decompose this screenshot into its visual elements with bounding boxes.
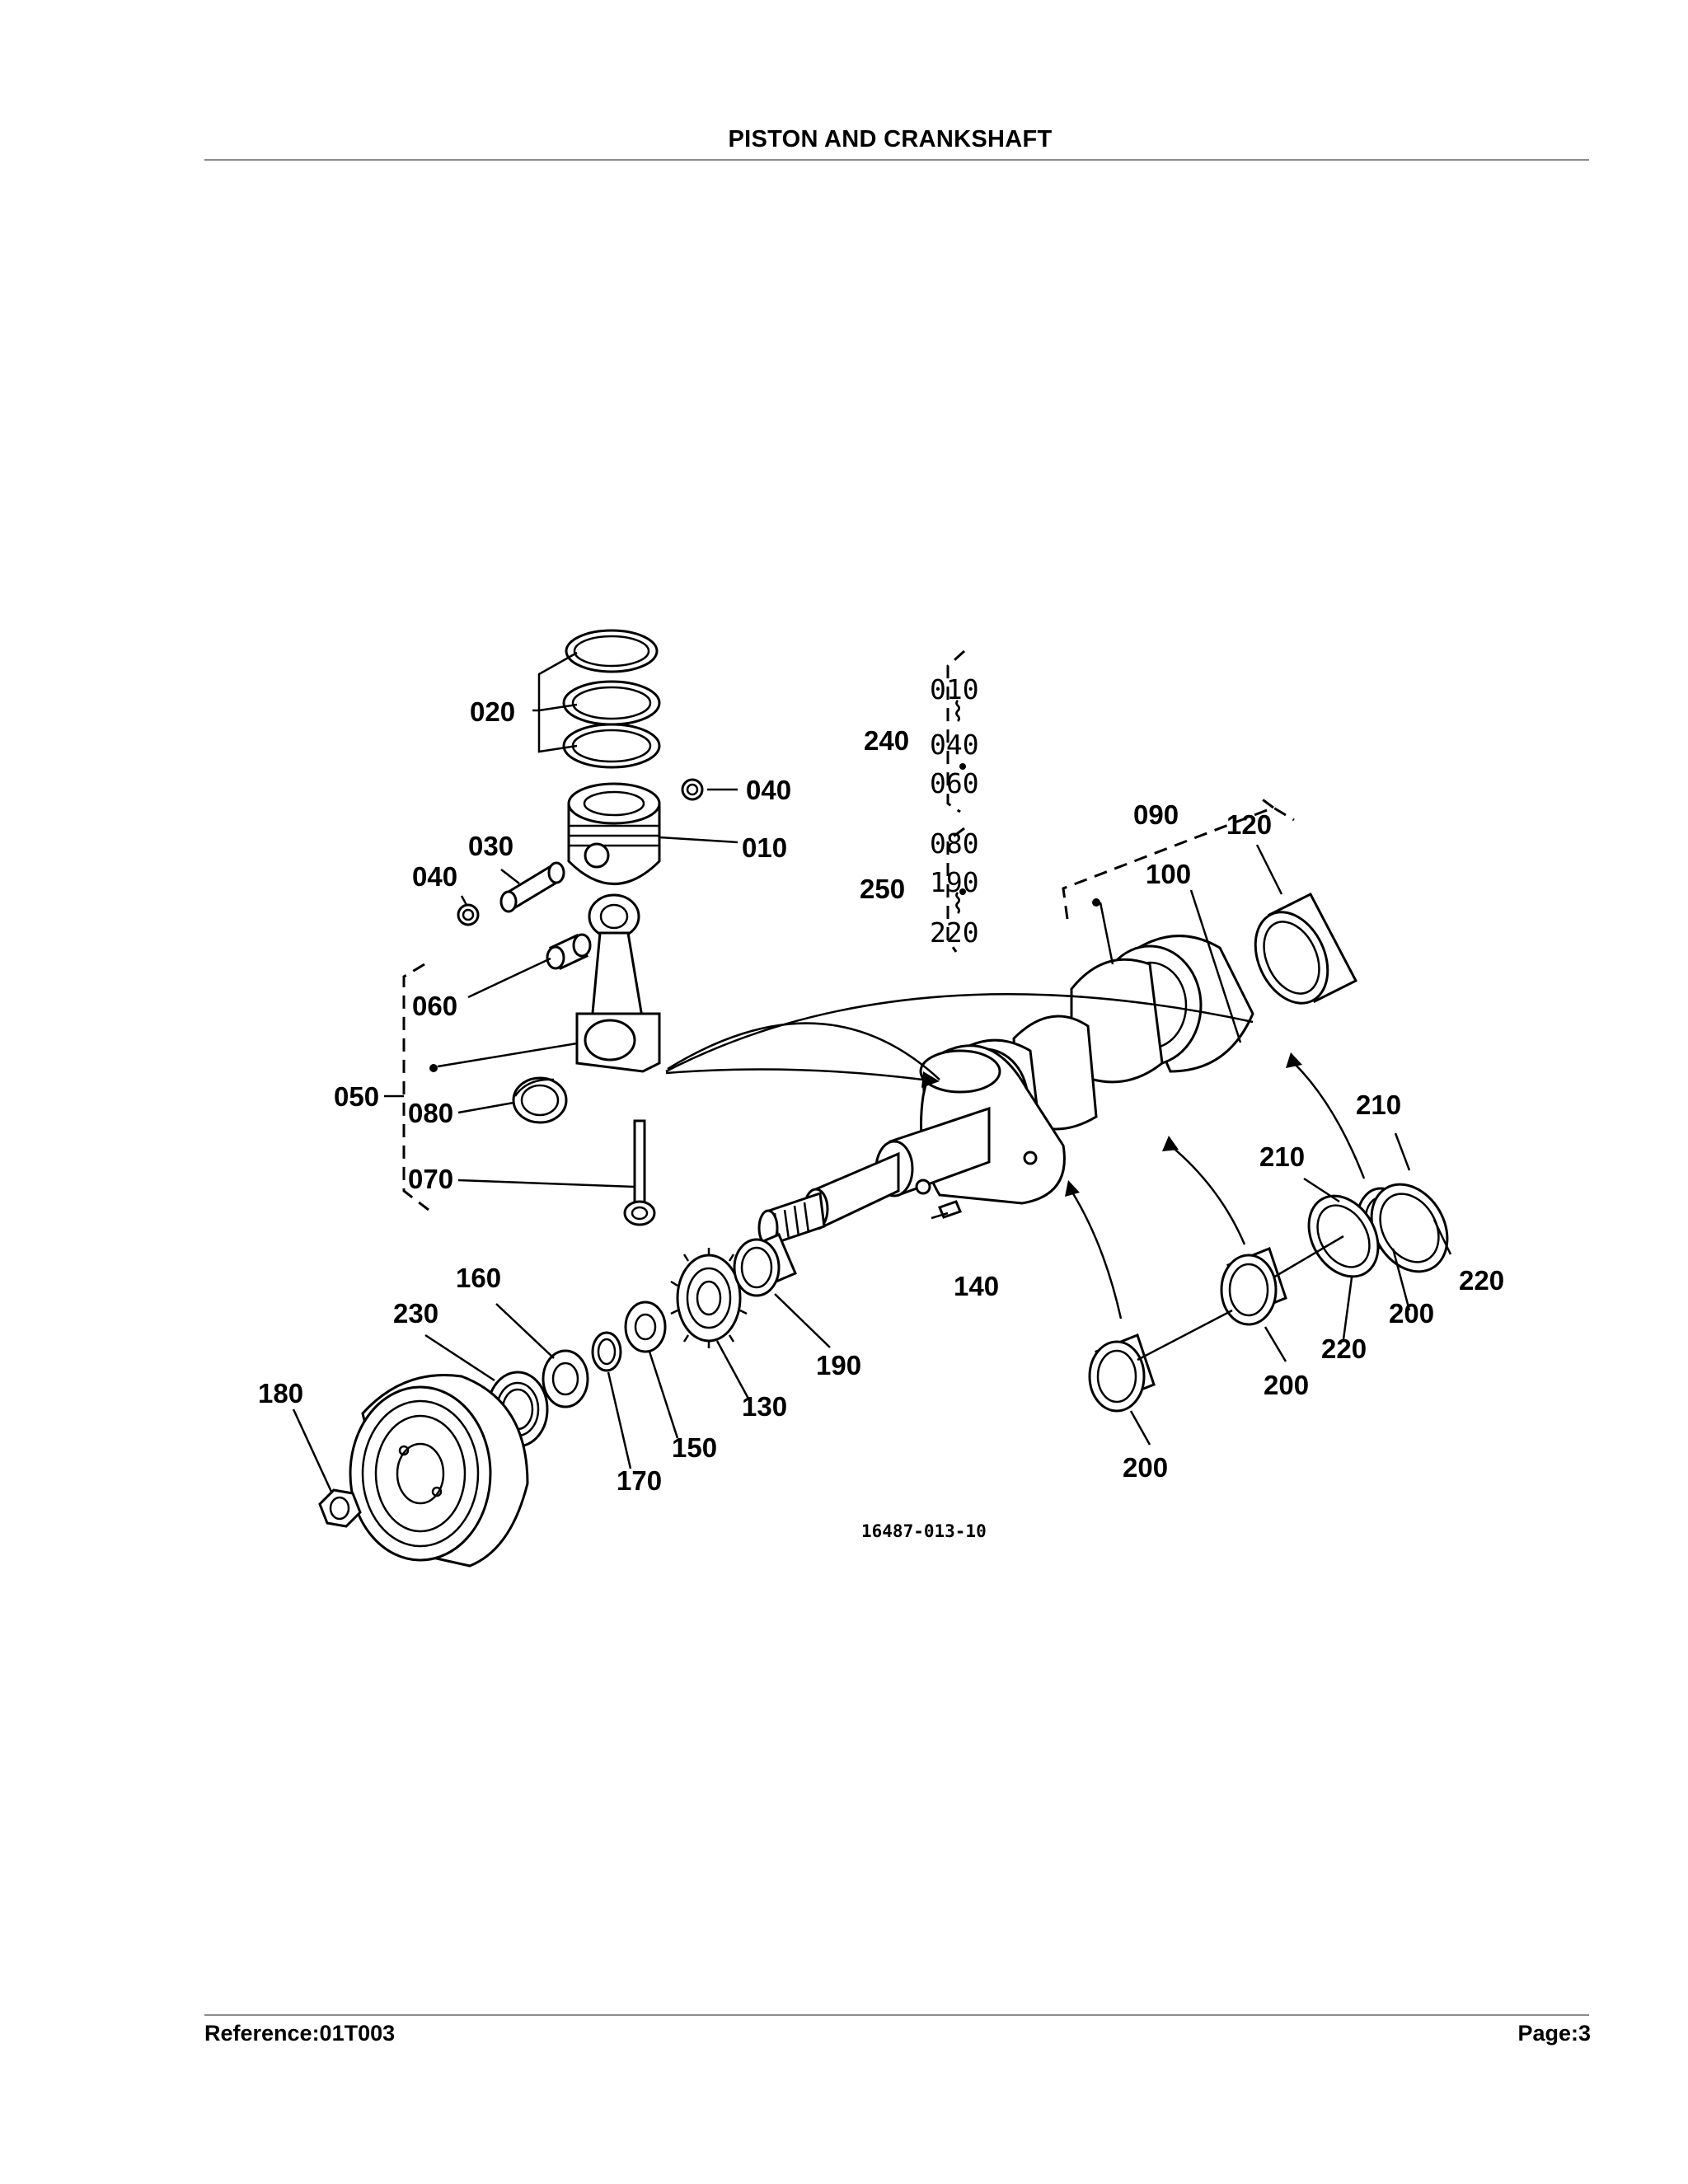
collar-front[interactable] — [542, 1349, 589, 1408]
callout-040-left: 040 — [412, 861, 457, 892]
crank-gear[interactable] — [670, 1248, 748, 1348]
callout-130: 130 — [742, 1391, 787, 1422]
callout-230: 230 — [393, 1298, 438, 1329]
set-bracket-250 — [946, 827, 966, 953]
set-bracket-050 — [402, 963, 578, 1212]
range-240-mid: 040 — [930, 729, 979, 761]
main-bearing-center[interactable] — [1220, 1247, 1287, 1326]
connecting-rod[interactable] — [575, 893, 661, 1073]
range-list-240: 010 ⌇ 040 060 — [930, 673, 979, 799]
crankshaft-bushing[interactable] — [1241, 893, 1358, 1015]
pulley-nut[interactable] — [318, 1488, 362, 1528]
callout-150: 150 — [672, 1432, 717, 1463]
range-250-glyph: ⌇ — [951, 888, 964, 920]
callout-250: 250 — [860, 874, 905, 904]
callout-010: 010 — [742, 832, 787, 863]
callout-220-right: 220 — [1459, 1265, 1504, 1296]
crankshaft-bearing-1[interactable] — [733, 1233, 797, 1297]
callout-100: 100 — [1146, 859, 1191, 889]
callout-040-right: 040 — [746, 775, 791, 805]
crankpin-bearing[interactable] — [512, 1076, 568, 1124]
callout-080: 080 — [408, 1098, 453, 1128]
snap-ring-right[interactable] — [681, 778, 704, 801]
leader-lines — [292, 651, 1452, 1493]
header-rule — [204, 159, 1589, 161]
callout-180: 180 — [258, 1378, 303, 1408]
callout-020: 020 — [470, 696, 515, 727]
callout-220-lower: 220 — [1321, 1333, 1367, 1364]
range-250-mid: 190 — [930, 866, 979, 898]
page-title: PISTON AND CRANKSHAFT — [728, 126, 1053, 152]
callout-210-upper: 210 — [1356, 1090, 1401, 1120]
range-240-glyph: ⌇ — [951, 696, 964, 728]
callout-200-front: 200 — [1123, 1452, 1168, 1483]
reference-label: Reference:01T003 — [204, 2021, 396, 2046]
collar[interactable] — [624, 1301, 667, 1353]
page-number: Page:3 — [1517, 2021, 1591, 2046]
range-240-from: 010 — [930, 673, 979, 705]
callout-170: 170 — [617, 1465, 662, 1496]
piston[interactable] — [567, 782, 661, 885]
small-end-bushing[interactable] — [546, 933, 592, 970]
callout-140: 140 — [954, 1271, 999, 1301]
crankshaft-pulley[interactable] — [349, 1373, 529, 1568]
snap-ring-left[interactable] — [457, 903, 480, 926]
callout-050: 050 — [334, 1081, 379, 1112]
callout-060: 060 — [412, 991, 457, 1021]
piston-pin[interactable] — [499, 861, 565, 913]
set-bracket-090 — [1062, 794, 1295, 965]
drawing-number: 16487-013-10 — [861, 1521, 987, 1541]
callout-210-lower: 210 — [1259, 1141, 1305, 1172]
o-ring[interactable] — [591, 1331, 622, 1372]
callout-090: 090 — [1133, 799, 1179, 830]
main-bearing-front[interactable] — [1088, 1333, 1156, 1413]
set-bracket-240 — [946, 649, 966, 813]
range-list-250: 080 190 ⌇ 220 — [930, 827, 979, 949]
piston-rings[interactable] — [562, 629, 661, 769]
assembly-arrows — [665, 993, 1366, 1361]
callout-120: 120 — [1226, 809, 1272, 840]
footer-rule — [204, 2014, 1589, 2016]
range-240-to: 060 — [930, 767, 979, 799]
range-250-to: 220 — [930, 916, 979, 949]
callout-160: 160 — [456, 1263, 501, 1293]
callout-labels: 020 040 010 030 040 060 050 080 070 240 … — [258, 696, 1504, 1496]
callout-070: 070 — [408, 1164, 453, 1194]
callout-030: 030 — [468, 831, 513, 861]
callout-190: 190 — [816, 1350, 861, 1380]
connecting-rod-bolt[interactable] — [623, 1119, 656, 1226]
crankshaft[interactable] — [757, 935, 1254, 1247]
callout-200-center: 200 — [1264, 1370, 1309, 1400]
thrust-washer-upper[interactable] — [1357, 1171, 1463, 1286]
callout-240: 240 — [864, 725, 909, 756]
range-250-from: 080 — [930, 827, 979, 860]
callout-200-right: 200 — [1389, 1298, 1434, 1329]
